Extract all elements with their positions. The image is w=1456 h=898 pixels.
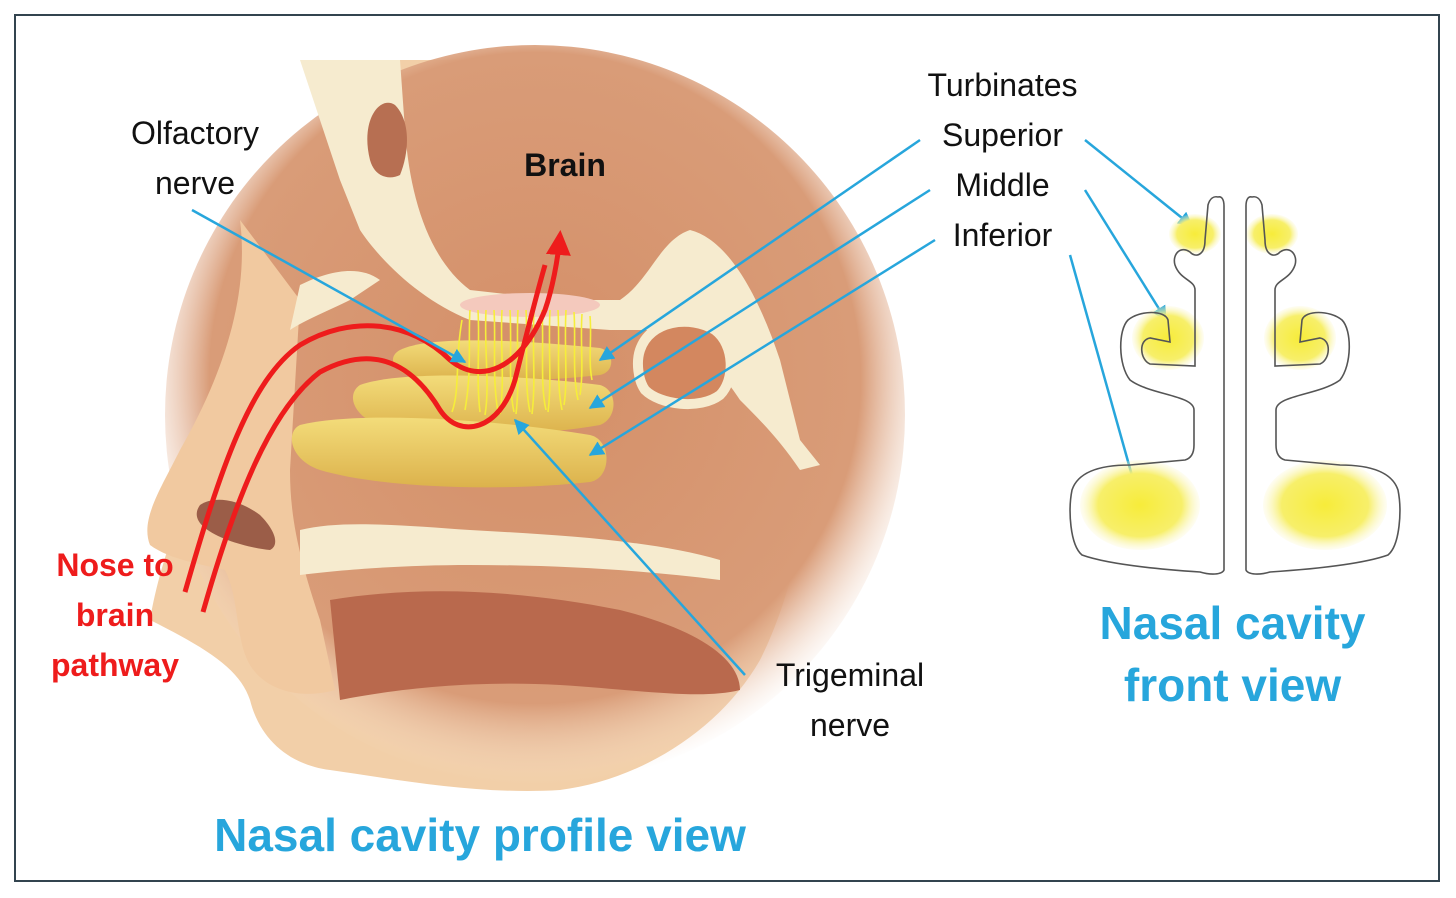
front-left-wall — [1069, 195, 1225, 575]
olfactory-pointer — [191, 208, 467, 364]
superior-pointer-profile — [598, 138, 921, 362]
nasal-bone — [290, 270, 380, 330]
middle-pointer-front — [1083, 189, 1168, 322]
superior-label: Superior — [942, 117, 1063, 153]
palate-bone — [300, 524, 720, 580]
front-right-wall — [1245, 195, 1401, 575]
olfactory-bulb — [460, 293, 600, 317]
glow-inferior-right — [1263, 460, 1387, 550]
glow-superior-left — [1169, 214, 1221, 254]
superior-pointer-front — [1084, 139, 1194, 227]
oral-cavity — [330, 591, 740, 700]
nose-to-brain-pathway — [182, 230, 571, 613]
olfactory-nerve-label: Olfactory nerve — [130, 115, 260, 201]
profile-view-title: Nasal cavity profile view — [214, 809, 746, 861]
front-view-title: Nasal cavity front view — [1099, 597, 1366, 711]
nose-profile — [147, 220, 335, 694]
olfactory-fibers — [451, 309, 593, 416]
inferior-pointer-front — [1068, 254, 1142, 499]
glow-inferior-left — [1080, 460, 1200, 550]
pointer-lines — [191, 138, 1194, 676]
nose-to-brain-label: Nose to brain pathway — [50, 547, 180, 683]
trigeminal-nerve-label: Trigeminal nerve — [775, 657, 925, 743]
glow-middle-left — [1132, 306, 1204, 370]
inferior-pointer-profile — [588, 238, 936, 457]
nostril — [196, 499, 276, 550]
glow-superior-right — [1246, 214, 1298, 254]
trigeminal-pointer — [513, 418, 746, 676]
middle-pointer-profile — [588, 188, 931, 410]
turbinates-title: Turbinates — [927, 67, 1078, 103]
middle-label: Middle — [955, 167, 1050, 203]
skull-bone — [300, 60, 820, 470]
front-view-diagram — [1069, 195, 1401, 575]
inferior-label: Inferior — [952, 217, 1053, 253]
sphenoid-sinus — [632, 316, 736, 410]
frontal-sinus — [367, 102, 407, 178]
brain-label: Brain — [524, 147, 606, 183]
